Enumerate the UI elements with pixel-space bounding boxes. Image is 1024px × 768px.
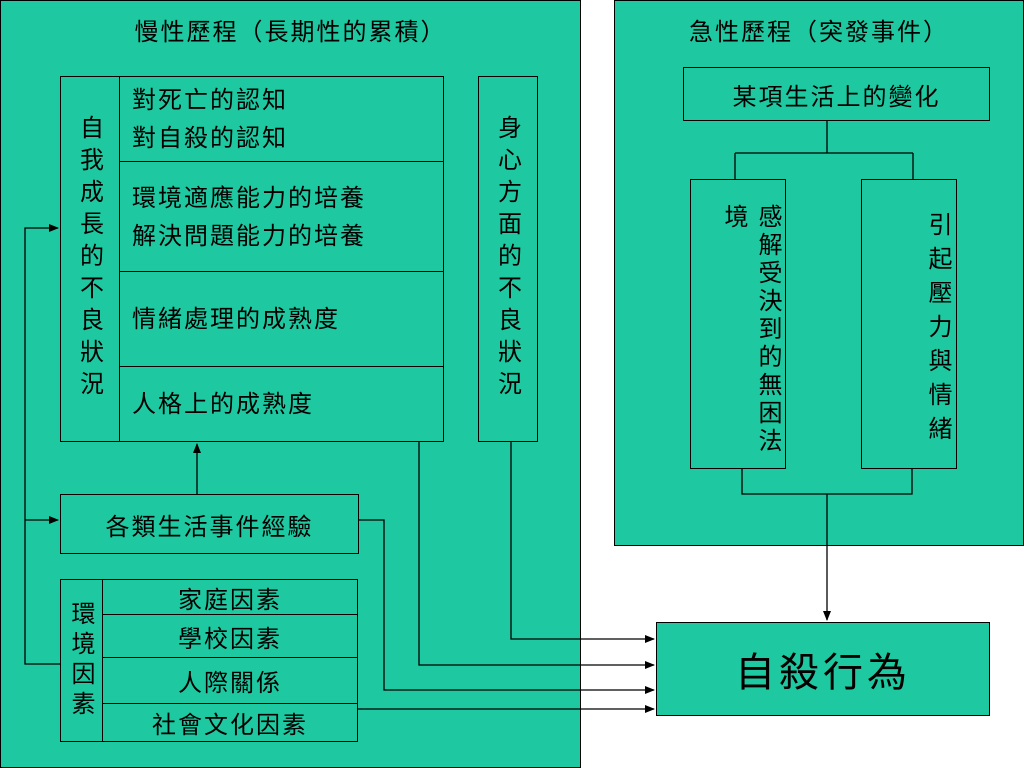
change-tree [734,121,914,179]
stress-emotion-box: 引起壓力與情緒 [861,179,957,469]
feedback-line [24,224,60,665]
env-factor-row: 社會文化因素 [102,703,358,742]
env-factor-row: 家庭因素 [102,579,358,615]
mind-body-to-outcome [510,442,655,643]
env-factor-row: 人際關係 [102,657,358,704]
env-factor-row: 學校因素 [102,614,358,658]
mind-body-label: 身心方面的不良狀況 [478,76,538,442]
self-growth-row: 人格上的成熟度 [119,366,444,442]
self-growth-to-outcome [418,442,655,669]
acute-merge [741,469,913,620]
chronic-process-title: 慢性歷程（長期性的累積） [134,18,447,46]
suicide-behavior-box: 自殺行為 [656,622,990,716]
life-change-box: 某項生活上的變化 [683,67,990,121]
self-growth-row: 情緒處理的成熟度 [119,271,444,367]
self-growth-row: 對死亡的認知 對自殺的認知 [119,76,444,162]
life-events-box: 各類生活事件經驗 [60,494,359,554]
acute-process-title: 急性歷程（突發事件） [689,18,949,46]
self-growth-label: 自我成長的不良狀況 [60,76,120,442]
helpless-box: 感解受決到的無困法境 [690,179,786,469]
life-events-to-outcome [359,519,655,694]
